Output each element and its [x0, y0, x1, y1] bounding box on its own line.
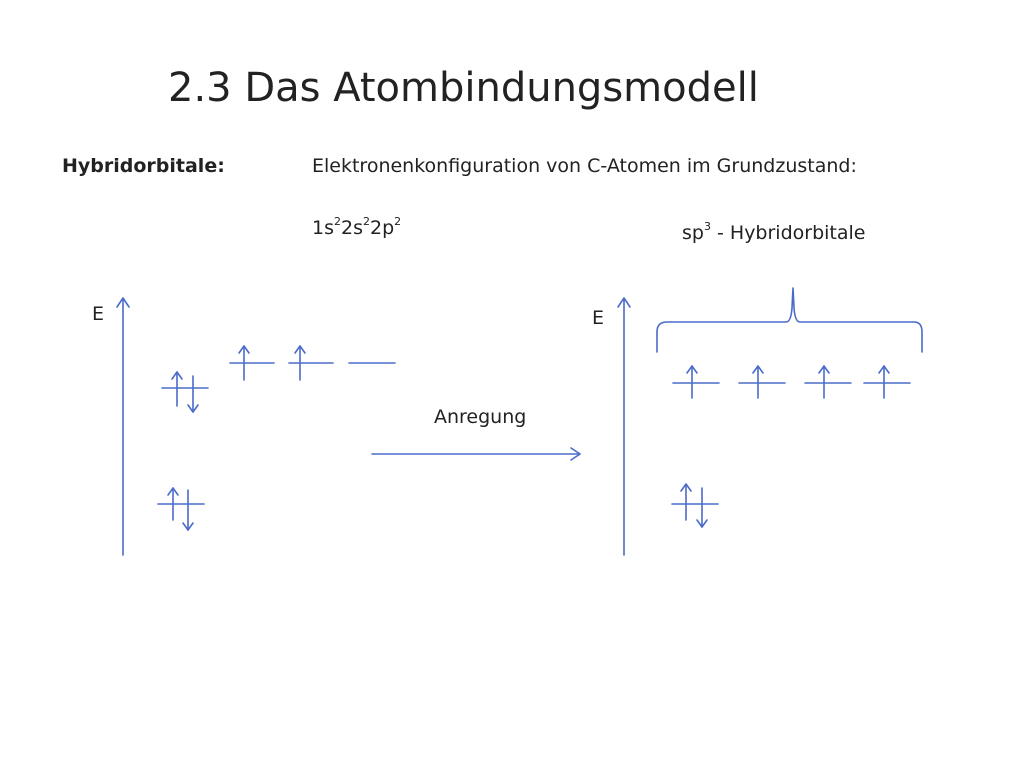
energy-axis-ground-state	[116, 297, 130, 556]
excitation-label: Anregung	[434, 406, 527, 428]
orbital-1s-ground-paired	[157, 487, 205, 531]
orbital-2p-ground-up-1	[229, 345, 275, 381]
electron-configuration-formula: 1s22s22p2	[312, 214, 401, 242]
orbital-2s-ground-paired	[161, 371, 209, 413]
orbital-sp3-up-3	[804, 365, 852, 399]
orbital-sp3-up-2	[738, 365, 786, 399]
sp3-bracket	[656, 287, 923, 353]
hybrid-label-exponent: 3	[703, 219, 711, 233]
slide-title: 2.3 Das Atombindungsmodell	[168, 65, 759, 111]
sp3-hybrid-label: sp3 - Hybridorbitale	[682, 219, 865, 247]
energy-label-excited-state: E	[592, 307, 605, 329]
hybrid-label-sp: sp	[682, 222, 704, 244]
orbital-sp3-up-4	[863, 365, 911, 399]
formula-1s: 1s	[312, 217, 334, 239]
formula-2s: 2s	[341, 217, 363, 239]
orbital-sp3-up-1	[672, 365, 720, 399]
formula-2p: 2p	[370, 217, 395, 239]
orbital-2p-ground-up-2	[288, 345, 334, 381]
section-label: Hybridorbitale:	[62, 155, 225, 177]
formula-1s-exponent: 2	[334, 214, 341, 228]
formula-2p-exponent: 2	[394, 214, 402, 228]
excitation-arrow	[371, 447, 581, 461]
hybrid-label-text: - Hybridorbitale	[710, 222, 866, 244]
orbital-1s-excited-paired	[671, 483, 719, 528]
formula-2s-exponent: 2	[363, 214, 370, 228]
energy-axis-excited-state	[617, 297, 631, 556]
energy-label-ground-state: E	[92, 303, 105, 325]
electron-configuration-heading: Elektronenkonfiguration von C-Atomen im …	[312, 155, 857, 177]
